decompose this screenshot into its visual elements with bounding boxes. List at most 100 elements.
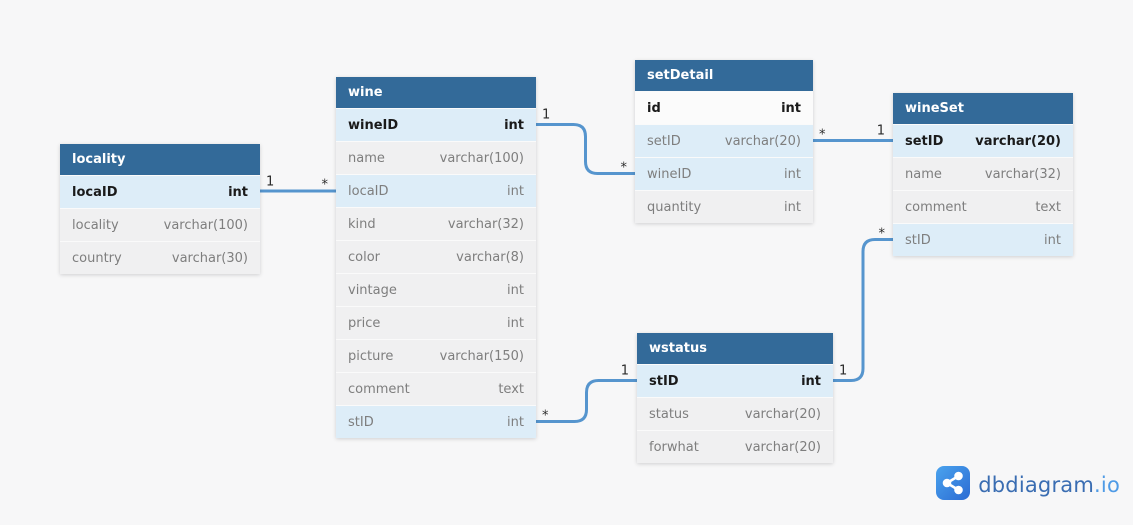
field-name: color [348, 249, 381, 265]
field-type: int [801, 373, 821, 389]
field-type: int [507, 414, 524, 430]
table-wine[interactable]: wine wineID int name varchar(100) locaID int ki… [336, 77, 536, 438]
cardinality-label: 1 [266, 175, 274, 190]
table-wineSet[interactable]: wineSet setID varchar(20) name varchar(32) co… [893, 93, 1073, 256]
cardinality-label: * [322, 178, 329, 193]
field-row-setDetail-wineID[interactable]: wineID int [635, 157, 813, 190]
cardinality-label: 1 [839, 364, 847, 379]
field-name: price [348, 315, 381, 331]
field-row-wine-vintage[interactable]: vintage int [336, 273, 536, 306]
logo-text: dbdiagram.io [978, 473, 1120, 497]
field-name: country [72, 250, 122, 266]
field-row-wine-locaID[interactable]: locaID int [336, 174, 536, 207]
field-type: int [507, 282, 524, 298]
field-type: varchar(100) [163, 217, 248, 233]
field-row-setDetail-id[interactable]: id int [635, 91, 813, 124]
table-header-wstatus[interactable]: wstatus [637, 333, 833, 364]
field-type: int [1044, 232, 1061, 248]
table-header-wine[interactable]: wine [336, 77, 536, 108]
field-type: int [784, 166, 801, 182]
dbdiagram-logo[interactable]: dbdiagram.io [936, 466, 1120, 504]
field-type: int [507, 183, 524, 199]
field-name: stID [348, 414, 374, 430]
field-name: quantity [647, 199, 702, 215]
table-header-wineSet[interactable]: wineSet [893, 93, 1073, 124]
field-type: varchar(20) [724, 133, 801, 149]
field-type: varchar(32) [984, 166, 1061, 182]
cardinality-label: 1 [621, 364, 629, 379]
field-row-wineSet-stID[interactable]: stID int [893, 223, 1073, 256]
cardinality-label: 1 [542, 108, 550, 123]
field-type: varchar(20) [975, 133, 1061, 149]
logo-text-main: dbdiagram [978, 473, 1095, 497]
field-name: wineID [348, 117, 399, 133]
field-type: varchar(100) [439, 150, 524, 166]
field-name: kind [348, 216, 376, 232]
field-name: setID [905, 133, 944, 149]
share-nodes-icon [936, 466, 971, 504]
field-name: status [649, 406, 689, 422]
cardinality-label: * [879, 227, 886, 242]
field-name: name [348, 150, 385, 166]
field-type: varchar(150) [439, 348, 524, 364]
field-type: int [228, 184, 248, 200]
field-type: int [784, 199, 801, 215]
field-row-wstatus-stID[interactable]: stID int [637, 364, 833, 397]
field-row-wine-kind[interactable]: kind varchar(32) [336, 207, 536, 240]
field-row-wine-picture[interactable]: picture varchar(150) [336, 339, 536, 372]
field-type: varchar(32) [447, 216, 524, 232]
table-header-locality[interactable]: locality [60, 144, 260, 175]
field-name: picture [348, 348, 394, 364]
field-name: locality [72, 217, 119, 233]
field-name: locaID [348, 183, 389, 199]
field-row-wine-stID[interactable]: stID int [336, 405, 536, 438]
field-name: stID [649, 373, 679, 389]
field-row-wine-wineID[interactable]: wineID int [336, 108, 536, 141]
field-name: id [647, 100, 661, 116]
field-row-wine-price[interactable]: price int [336, 306, 536, 339]
field-type: int [504, 117, 524, 133]
field-type: int [507, 315, 524, 331]
field-name: forwhat [649, 439, 699, 455]
field-row-wine-name[interactable]: name varchar(100) [336, 141, 536, 174]
table-locality[interactable]: locality locaID int locality varchar(100) cou… [60, 144, 260, 274]
field-row-wineSet-setID[interactable]: setID varchar(20) [893, 124, 1073, 157]
field-row-wineSet-name[interactable]: name varchar(32) [893, 157, 1073, 190]
field-type: varchar(8) [456, 249, 524, 265]
field-row-wine-comment[interactable]: comment text [336, 372, 536, 405]
field-row-wineSet-comment[interactable]: comment text [893, 190, 1073, 223]
field-name: locaID [72, 184, 118, 200]
field-row-wine-color[interactable]: color varchar(8) [336, 240, 536, 273]
relationship-wine-setDetail[interactable] [536, 123, 635, 175]
field-name: comment [348, 381, 410, 397]
cardinality-label: 1 [877, 124, 885, 139]
table-header-setDetail[interactable]: setDetail [635, 60, 813, 91]
field-type: text [1035, 199, 1061, 215]
field-name: stID [905, 232, 931, 248]
field-type: varchar(30) [171, 250, 248, 266]
logo-text-suffix: .io [1094, 473, 1120, 497]
field-row-locality-locality[interactable]: locality varchar(100) [60, 208, 260, 241]
field-name: name [905, 166, 942, 182]
field-row-setDetail-quantity[interactable]: quantity int [635, 190, 813, 223]
field-name: comment [905, 199, 967, 215]
field-name: vintage [348, 282, 397, 298]
field-name: setID [647, 133, 681, 149]
cardinality-label: * [542, 409, 549, 424]
field-name: wineID [647, 166, 692, 182]
cardinality-label: * [819, 128, 826, 143]
relationship-wine-wstatus[interactable] [536, 379, 637, 423]
field-type: int [781, 100, 801, 116]
field-row-setDetail-setID[interactable]: setID varchar(20) [635, 124, 813, 157]
field-row-locality-country[interactable]: country varchar(30) [60, 241, 260, 274]
field-row-locality-locaID[interactable]: locaID int [60, 175, 260, 208]
cardinality-label: * [621, 161, 628, 176]
field-type: text [498, 381, 524, 397]
relationship-wstatus-wineSet[interactable] [833, 238, 893, 382]
